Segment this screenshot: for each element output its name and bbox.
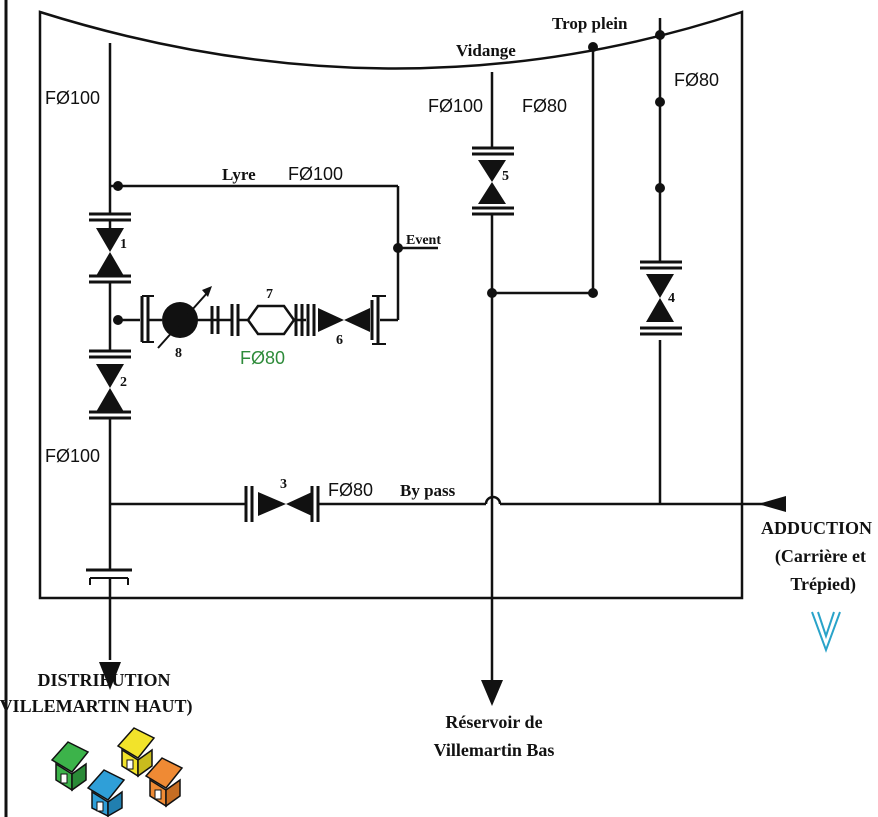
adduction-label-line3: Trépied) (790, 574, 856, 595)
reservoir-label-line2: Villemartin Bas (434, 740, 555, 760)
valve-4-number: 4 (668, 291, 675, 306)
pipe-label-f100-top: FØ100 (45, 88, 100, 108)
valve-6-icon[interactable]: 6 (306, 295, 386, 348)
house-icon-green (50, 741, 90, 792)
valve-4-icon[interactable]: 4 (640, 260, 682, 336)
event-label: Event (406, 233, 441, 248)
pipe-label-f100-lyre: FØ100 (288, 164, 343, 184)
bypass-pipe (110, 340, 786, 512)
valve-2-number: 2 (120, 375, 127, 390)
vidange-pipe (481, 72, 593, 706)
valve-2-icon[interactable]: 2 (89, 349, 131, 420)
pipe-label-f100-bottom: FØ100 (45, 446, 100, 466)
trop-plein-label: Trop plein (552, 14, 628, 33)
pipe-label-f80-trop-plein: FØ80 (522, 96, 567, 116)
meter-8-icon[interactable]: 8 (140, 286, 220, 361)
valve-1-number: 1 (120, 237, 127, 252)
adduction-riser-pipe (655, 18, 665, 262)
valve-1-icon[interactable]: 1 (89, 212, 131, 284)
vidange-label: Vidange (456, 41, 516, 60)
pipe-label-f80-instrument: FØ80 (240, 348, 285, 368)
distribution-label-line1: DISTRIBUTION (37, 670, 170, 690)
double-chevron-down-icon (811, 611, 841, 653)
house-icon-blue (86, 769, 126, 817)
reservoir-outline (38, 10, 744, 600)
pipe-label-f100-vidange: FØ100 (428, 96, 483, 116)
pipe-label-f80-adduction: FØ80 (674, 70, 719, 90)
adduction-label-line2: (Carrière et (775, 546, 866, 567)
pipe-label-f80-bypass: FØ80 (328, 480, 373, 500)
distribution-label-line2: VILLEMARTIN HAUT) (0, 696, 192, 717)
filter-7-number: 7 (266, 287, 273, 302)
trop-plein-pipe (588, 42, 598, 298)
valve-5-icon[interactable]: 5 (472, 146, 514, 216)
valve-3-icon[interactable]: 3 (244, 477, 320, 522)
lyre-loop-pipe (110, 181, 438, 320)
valve-6-number: 6 (336, 333, 343, 348)
filter-7-icon[interactable]: 7 (230, 287, 304, 336)
meter-8-number: 8 (175, 346, 182, 361)
house-icon-orange (144, 757, 184, 808)
adduction-label-line1: ADDUCTION (761, 518, 872, 538)
valve-5-number: 5 (502, 169, 509, 184)
by-pass-label: By pass (400, 481, 456, 500)
valve-3-number: 3 (280, 477, 287, 492)
house-icon-yellow (116, 727, 156, 778)
reservoir-label-line1: Réservoir de (445, 712, 542, 732)
instrument-branch-pipe (113, 315, 398, 325)
lyre-label: Lyre (222, 165, 256, 184)
